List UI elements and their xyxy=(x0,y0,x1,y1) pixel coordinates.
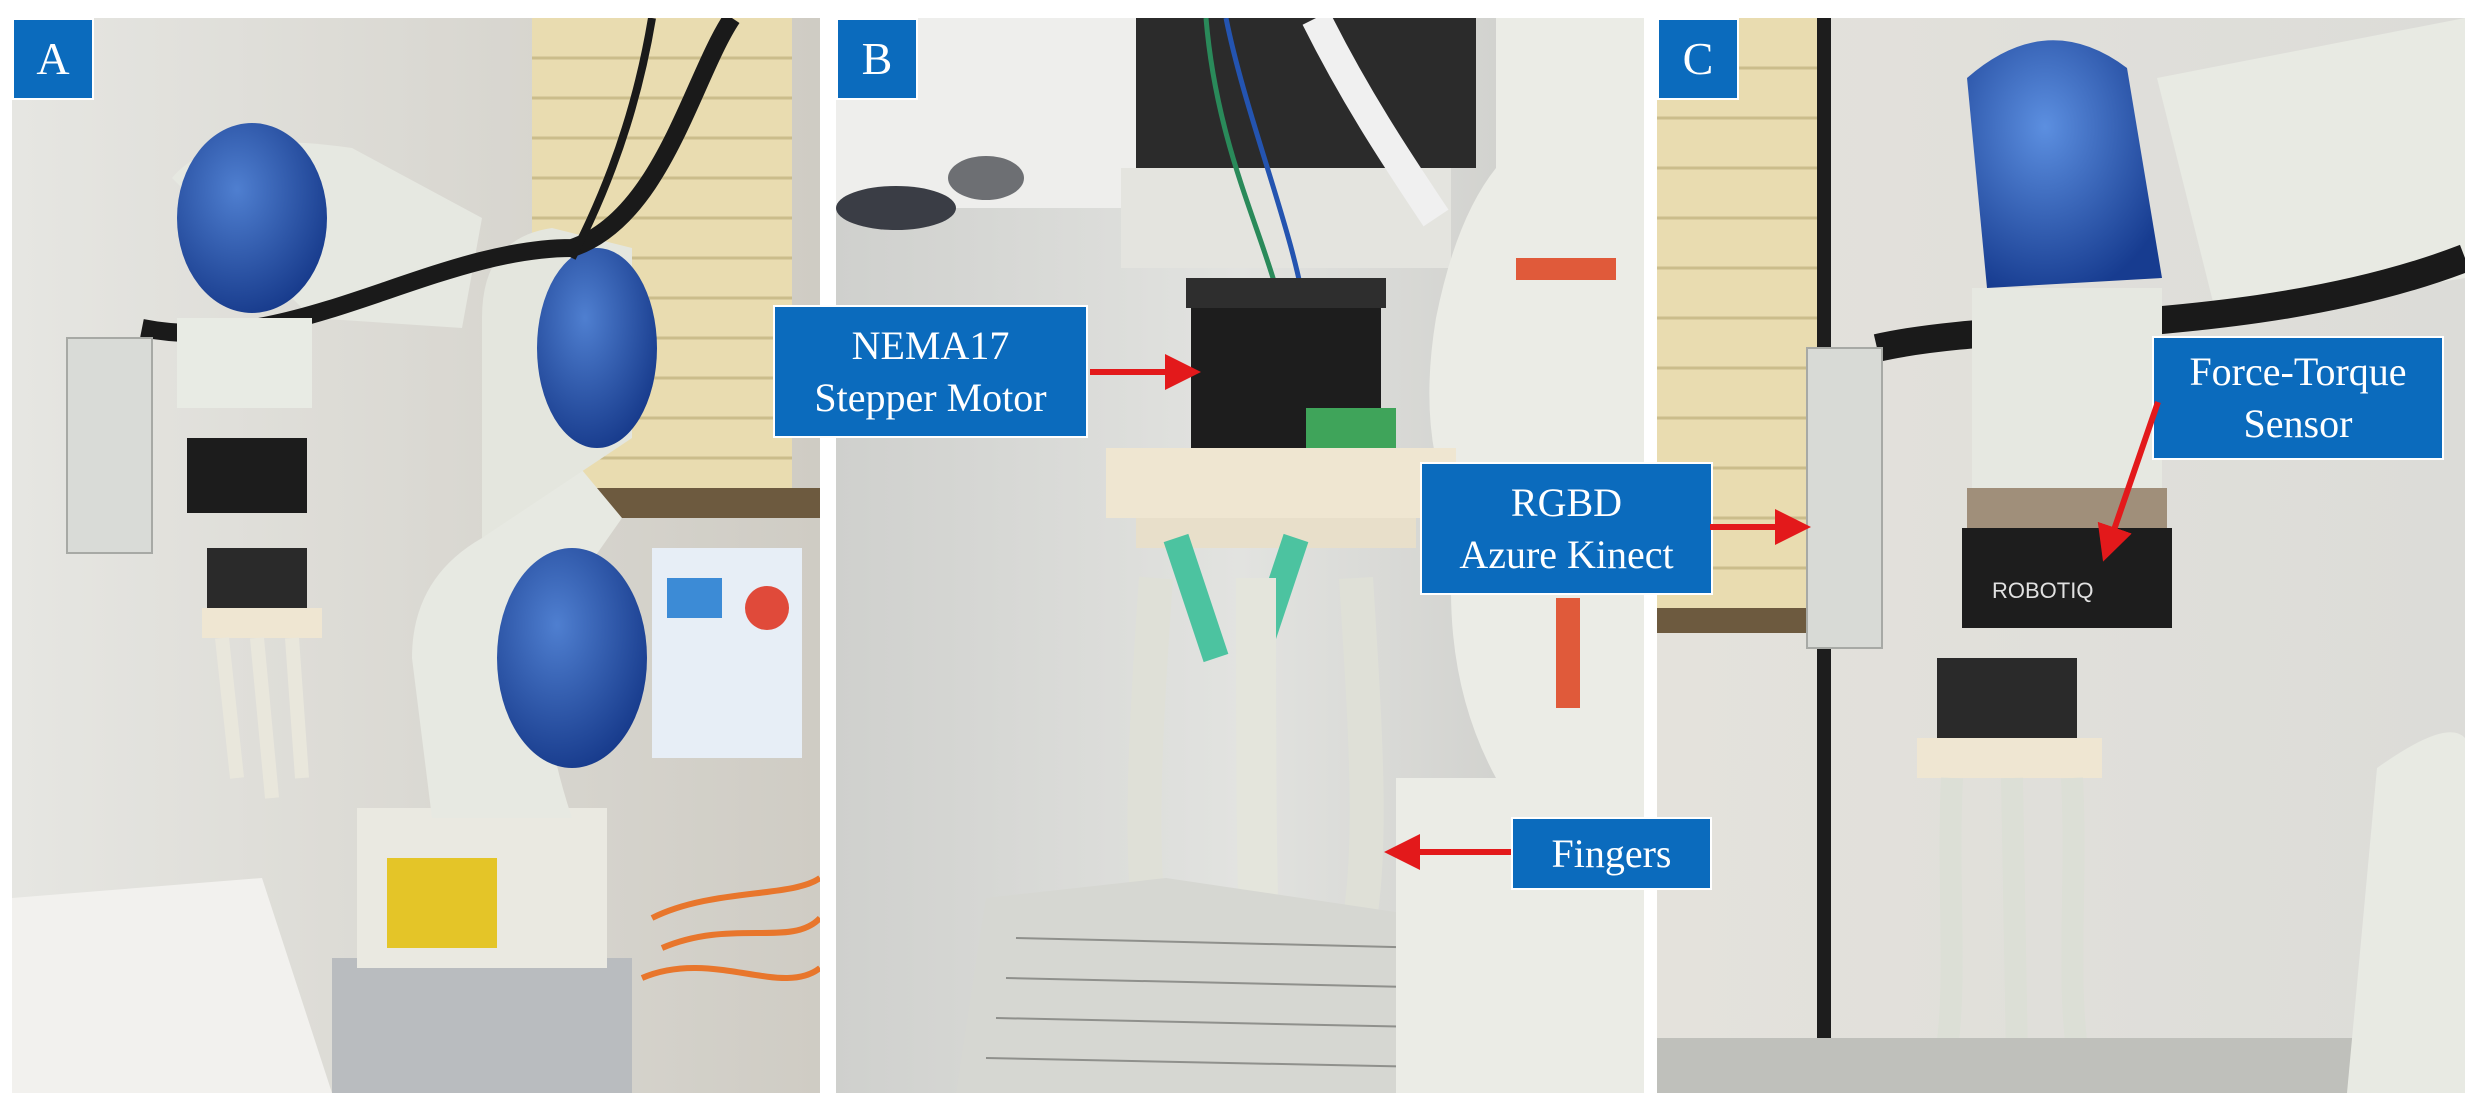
panel-a-photo: A xyxy=(12,18,820,1093)
end-effector-front-view-image: ROBOTIQ xyxy=(1657,18,2465,1093)
panel-label-b: B xyxy=(836,18,918,100)
panel-label-a: A xyxy=(12,18,94,100)
callout-stepper-motor: NEMA17 Stepper Motor xyxy=(773,305,1088,438)
sensor-brand-text: ROBOTIQ xyxy=(1992,578,2093,603)
panel-c-photo: ROBOTIQ C xyxy=(1657,18,2465,1093)
callout-fingers: Fingers xyxy=(1511,817,1712,890)
callout-force-torque-sensor: Force-Torque Sensor xyxy=(2152,336,2444,460)
robot-arm-full-view-image xyxy=(12,18,820,1093)
callout-rgbd-camera: RGBD Azure Kinect xyxy=(1420,462,1713,595)
panel-label-c: C xyxy=(1657,18,1739,100)
